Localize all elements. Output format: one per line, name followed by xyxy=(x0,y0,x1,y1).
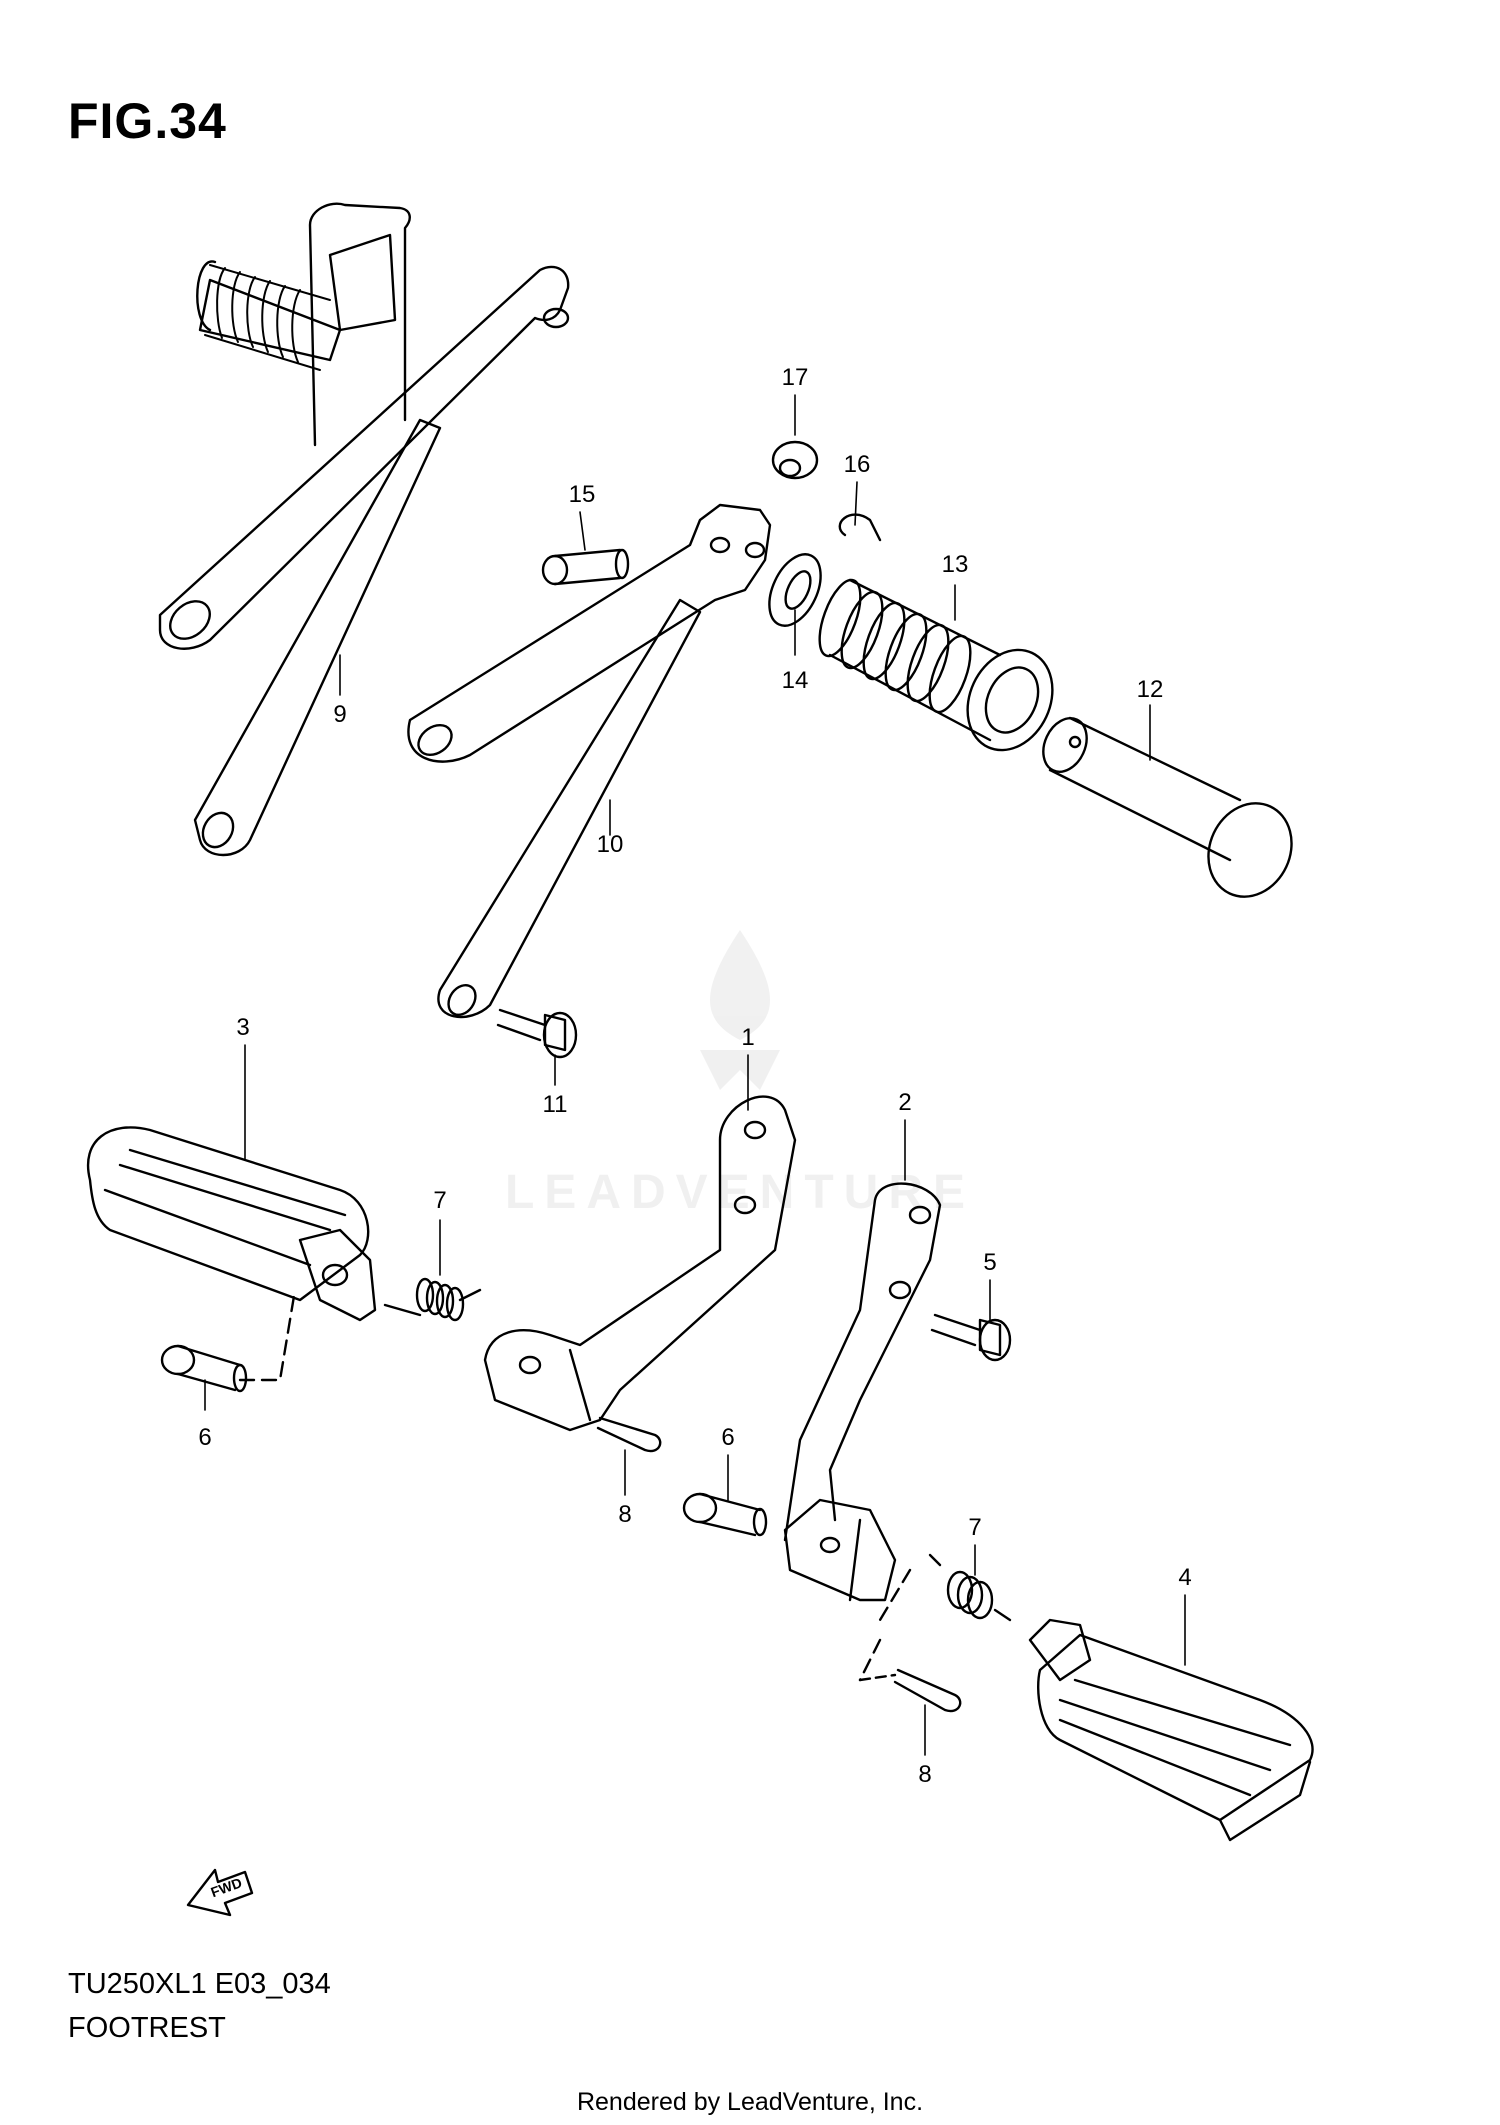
part-7-spring-right xyxy=(928,1553,1012,1622)
callout-5: 5 xyxy=(983,1249,996,1276)
part-9-rear-bracket xyxy=(158,202,570,857)
rendered-by-footer: Rendered by LeadVenture, Inc. xyxy=(576,2088,924,2116)
callout-10: 10 xyxy=(597,831,624,858)
watermark: LEADVENTURE xyxy=(505,930,975,1219)
callout-16: 16 xyxy=(844,451,871,478)
callout-8a: 8 xyxy=(618,1501,631,1528)
part-10-front-bracket xyxy=(407,503,772,1019)
callout-13: 13 xyxy=(942,551,969,578)
callout-12: 12 xyxy=(1137,676,1164,703)
fwd-arrow-icon: FWD xyxy=(186,1868,254,1917)
part-6-pin-left xyxy=(160,1288,297,1393)
leader-lines xyxy=(204,394,1186,1756)
part-13-rubber xyxy=(818,578,1054,752)
part-15-pin xyxy=(541,548,630,586)
diagram-code: TU250XL1 E03_034 xyxy=(68,1968,331,2000)
part-16-clip xyxy=(838,513,882,542)
part-2-bracket-right xyxy=(783,1182,942,1682)
diagram-name: FOOTREST xyxy=(68,2012,226,2044)
callout-6b: 6 xyxy=(721,1424,734,1451)
callout-14: 14 xyxy=(782,667,809,694)
part-6-pin-right xyxy=(682,1492,768,1537)
part-4-footrest-right xyxy=(1028,1618,1314,1842)
part-17-cap xyxy=(771,440,819,480)
callout-11: 11 xyxy=(543,1091,568,1118)
part-14-washer xyxy=(768,553,822,627)
callout-7b: 7 xyxy=(968,1514,981,1541)
callout-6a: 6 xyxy=(198,1424,211,1451)
callout-17: 17 xyxy=(782,364,809,391)
callout-8b: 8 xyxy=(918,1761,931,1788)
part-8-cotter-right xyxy=(858,1668,962,1713)
part-7-spring-left xyxy=(383,1277,482,1322)
part-1-bracket-left xyxy=(483,1095,797,1432)
part-8-cotter-left xyxy=(596,1416,662,1453)
part-9-grip xyxy=(204,264,331,371)
callout-7a: 7 xyxy=(433,1187,446,1214)
callout-labels: 1 2 3 4 5 6 6 7 7 8 8 9 10 11 12 13 14 1… xyxy=(198,364,1191,1788)
figure-title: FIG.34 xyxy=(68,93,227,149)
part-3-footrest-left xyxy=(87,1126,377,1322)
part-11-bolt xyxy=(496,1008,578,1059)
callout-3: 3 xyxy=(236,1014,249,1041)
callout-9: 9 xyxy=(333,701,346,728)
watermark-text: LEADVENTURE xyxy=(505,1166,975,1219)
callout-4: 4 xyxy=(1178,1564,1191,1591)
part-12-tube xyxy=(1042,716,1293,898)
callout-15: 15 xyxy=(569,481,596,508)
callout-1: 1 xyxy=(741,1024,754,1051)
callout-2: 2 xyxy=(898,1089,911,1116)
part-5-bolt xyxy=(930,1313,1012,1362)
